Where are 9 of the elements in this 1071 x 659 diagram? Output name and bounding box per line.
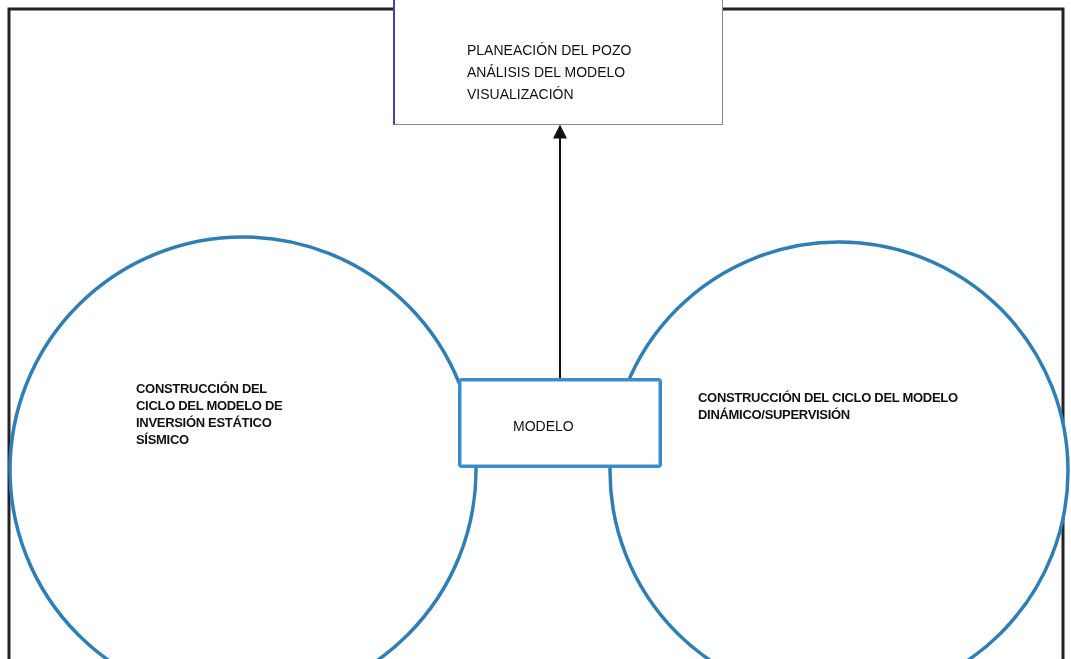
box-label: PLANEACIÓN DEL POZO: [467, 41, 633, 60]
output-box: [393, 0, 723, 125]
box-label: MODELO: [513, 417, 575, 436]
arrow: [553, 124, 567, 379]
model-box: [458, 378, 662, 468]
box-label: ANÁLISIS DEL MODELO: [467, 63, 627, 82]
circle-label: CONSTRUCCIÓN DEL CICLO DEL MODELO DINÁMICO/SUPERVISIÓN: [698, 390, 959, 424]
circle-label: CONSTRUCCIÓN DEL CICLO DEL MODELO DE INVERSIÓN ESTÁTICO SÍSMICO: [136, 381, 284, 449]
box-label: VISUALIZACIÓN: [467, 85, 575, 104]
